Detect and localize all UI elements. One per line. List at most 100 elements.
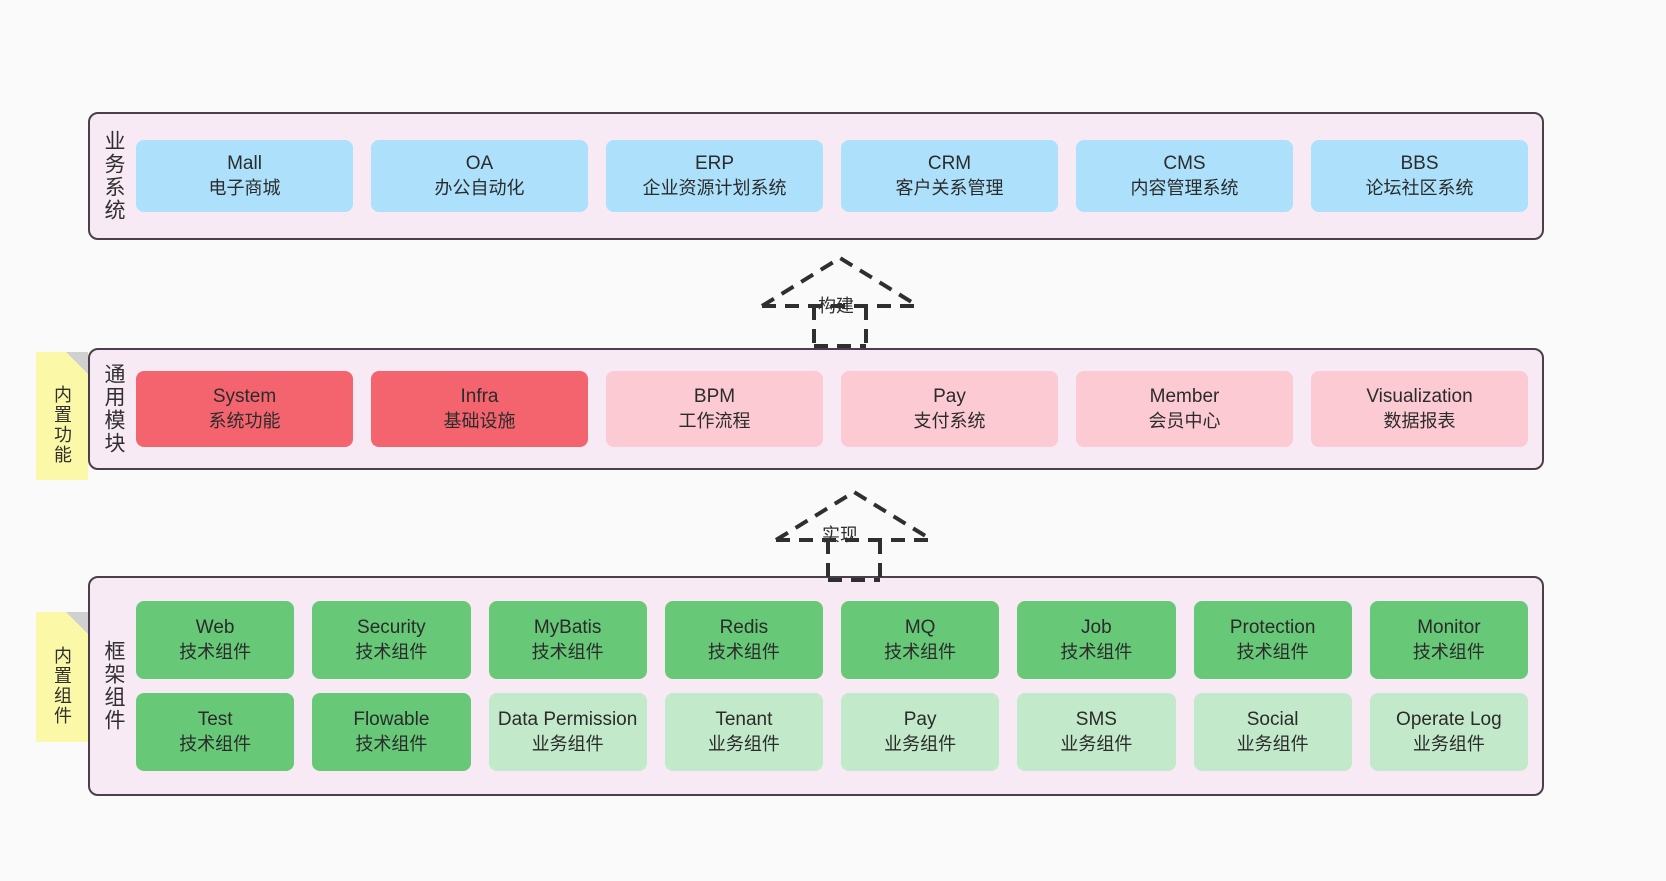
card-flowable-sub: 技术组件 — [355, 733, 428, 754]
card-member-sub: 会员中心 — [1148, 410, 1221, 431]
card-job-name: Job — [1081, 616, 1112, 638]
layer-body-common: System 系统功能 Infra 基础设施 BPM 工作流程 Pay 支付系统… — [136, 350, 1542, 468]
card-security[interactable]: Security 技术组件 — [312, 601, 471, 679]
card-pay-framework-name: Pay — [903, 708, 937, 730]
card-visualization[interactable]: Visualization 数据报表 — [1311, 371, 1528, 447]
card-bbs-name: BBS — [1400, 152, 1439, 174]
card-tenant-name: Tenant — [715, 708, 773, 730]
layer-business-systems: 业务系统 Mall 电子商城 OA 办公自动化 ERP 企业资源计划系统 CRM… — [88, 112, 1544, 240]
card-social[interactable]: Social 业务组件 — [1193, 693, 1352, 771]
card-crm[interactable]: CRM 客户关系管理 — [841, 140, 1058, 212]
layer-framework-components: 框架组件 Web 技术组件 Security 技术组件 MyBatis 技术组件… — [88, 576, 1544, 796]
card-test-name: Test — [197, 708, 233, 730]
card-pay-common-name: Pay — [933, 385, 966, 407]
card-cms[interactable]: CMS 内容管理系统 — [1076, 140, 1293, 212]
card-protection-sub: 技术组件 — [1236, 641, 1309, 662]
card-sms-sub: 业务组件 — [1060, 733, 1133, 754]
card-monitor[interactable]: Monitor 技术组件 — [1369, 601, 1528, 679]
card-infra-name: Infra — [460, 385, 499, 407]
common-card-row: System 系统功能 Infra 基础设施 BPM 工作流程 Pay 支付系统… — [136, 371, 1528, 447]
card-bpm-name: BPM — [693, 385, 736, 407]
card-system[interactable]: System 系统功能 — [136, 371, 353, 447]
card-mybatis-name: MyBatis — [533, 616, 602, 638]
card-redis-sub: 技术组件 — [707, 641, 780, 662]
card-tenant-sub: 业务组件 — [707, 733, 780, 754]
card-bbs[interactable]: BBS 论坛社区系统 — [1311, 140, 1528, 212]
card-security-sub: 技术组件 — [355, 641, 428, 662]
card-monitor-sub: 技术组件 — [1412, 641, 1485, 662]
connector-implement-arrow — [766, 486, 942, 582]
card-pay-common-sub: 支付系统 — [913, 410, 986, 431]
layer-title-framework: 框架组件 — [102, 640, 125, 732]
note-builtin-component-label: 内置组件 — [52, 646, 72, 726]
connector-build-arrow — [752, 252, 928, 348]
card-mq-name: MQ — [904, 616, 936, 638]
card-erp-sub: 企业资源计划系统 — [642, 177, 787, 198]
card-mall-name: Mall — [227, 152, 262, 174]
card-mq[interactable]: MQ 技术组件 — [841, 601, 1000, 679]
card-protection[interactable]: Protection 技术组件 — [1193, 601, 1352, 679]
card-web-sub: 技术组件 — [179, 641, 252, 662]
note-builtin-function: 内置功能 — [36, 352, 88, 480]
card-job[interactable]: Job 技术组件 — [1017, 601, 1176, 679]
business-card-row: Mall 电子商城 OA 办公自动化 ERP 企业资源计划系统 CRM 客户关系… — [136, 140, 1528, 212]
layer-title-common: 通用模块 — [102, 363, 125, 455]
card-job-sub: 技术组件 — [1060, 641, 1133, 662]
card-test[interactable]: Test 技术组件 — [136, 693, 295, 771]
card-mq-sub: 技术组件 — [884, 641, 957, 662]
card-operate-log[interactable]: Operate Log 业务组件 — [1369, 693, 1528, 771]
card-social-name: Social — [1246, 708, 1299, 730]
card-erp-name: ERP — [694, 152, 735, 174]
card-cms-name: CMS — [1163, 152, 1206, 174]
framework-tech-row: Web 技术组件 Security 技术组件 MyBatis 技术组件 Redi… — [136, 601, 1528, 679]
card-crm-sub: 客户关系管理 — [895, 177, 1004, 198]
card-redis[interactable]: Redis 技术组件 — [664, 601, 823, 679]
card-sms-name: SMS — [1075, 708, 1117, 730]
card-system-name: System — [212, 385, 277, 407]
card-pay-common[interactable]: Pay 支付系统 — [841, 371, 1058, 447]
card-protection-name: Protection — [1229, 616, 1316, 638]
card-flowable[interactable]: Flowable 技术组件 — [312, 693, 471, 771]
card-mall-sub: 电子商城 — [208, 177, 281, 198]
card-mybatis[interactable]: MyBatis 技术组件 — [488, 601, 647, 679]
note-fold-icon — [66, 352, 88, 374]
card-data-permission-name: Data Permission — [497, 708, 638, 730]
card-operate-log-name: Operate Log — [1396, 708, 1502, 730]
card-security-name: Security — [357, 616, 426, 638]
card-social-sub: 业务组件 — [1236, 733, 1309, 754]
card-operate-log-sub: 业务组件 — [1412, 733, 1485, 754]
card-tenant[interactable]: Tenant 业务组件 — [664, 693, 823, 771]
card-infra-sub: 基础设施 — [443, 410, 516, 431]
note-builtin-component: 内置组件 — [36, 612, 88, 742]
card-infra[interactable]: Infra 基础设施 — [371, 371, 588, 447]
layer-common-modules: 通用模块 System 系统功能 Infra 基础设施 BPM 工作流程 Pay… — [88, 348, 1544, 470]
card-pay-framework[interactable]: Pay 业务组件 — [841, 693, 1000, 771]
card-cms-sub: 内容管理系统 — [1130, 177, 1239, 198]
card-sms[interactable]: SMS 业务组件 — [1017, 693, 1176, 771]
layer-body-framework: Web 技术组件 Security 技术组件 MyBatis 技术组件 Redi… — [136, 578, 1542, 794]
framework-biz-row: Test 技术组件 Flowable 技术组件 Data Permission … — [136, 693, 1528, 771]
card-data-permission[interactable]: Data Permission 业务组件 — [488, 693, 647, 771]
card-flowable-name: Flowable — [353, 708, 430, 730]
card-oa[interactable]: OA 办公自动化 — [371, 140, 588, 212]
note-fold-icon — [66, 612, 88, 634]
card-bpm[interactable]: BPM 工作流程 — [606, 371, 823, 447]
card-member[interactable]: Member 会员中心 — [1076, 371, 1293, 447]
card-oa-sub: 办公自动化 — [434, 177, 525, 198]
card-erp[interactable]: ERP 企业资源计划系统 — [606, 140, 823, 212]
card-system-sub: 系统功能 — [208, 410, 281, 431]
card-visualization-name: Visualization — [1366, 385, 1473, 407]
card-oa-name: OA — [465, 152, 494, 174]
card-member-name: Member — [1149, 385, 1220, 407]
layer-body-business: Mall 电子商城 OA 办公自动化 ERP 企业资源计划系统 CRM 客户关系… — [136, 114, 1542, 238]
card-bbs-sub: 论坛社区系统 — [1365, 177, 1474, 198]
card-redis-name: Redis — [719, 616, 769, 638]
card-web[interactable]: Web 技术组件 — [136, 601, 295, 679]
card-pay-framework-sub: 业务组件 — [884, 733, 957, 754]
card-bpm-sub: 工作流程 — [678, 410, 751, 431]
layer-title-business: 业务系统 — [102, 130, 125, 222]
card-visualization-sub: 数据报表 — [1383, 410, 1456, 431]
card-mall[interactable]: Mall 电子商城 — [136, 140, 353, 212]
card-test-sub: 技术组件 — [179, 733, 252, 754]
card-web-name: Web — [195, 616, 235, 638]
